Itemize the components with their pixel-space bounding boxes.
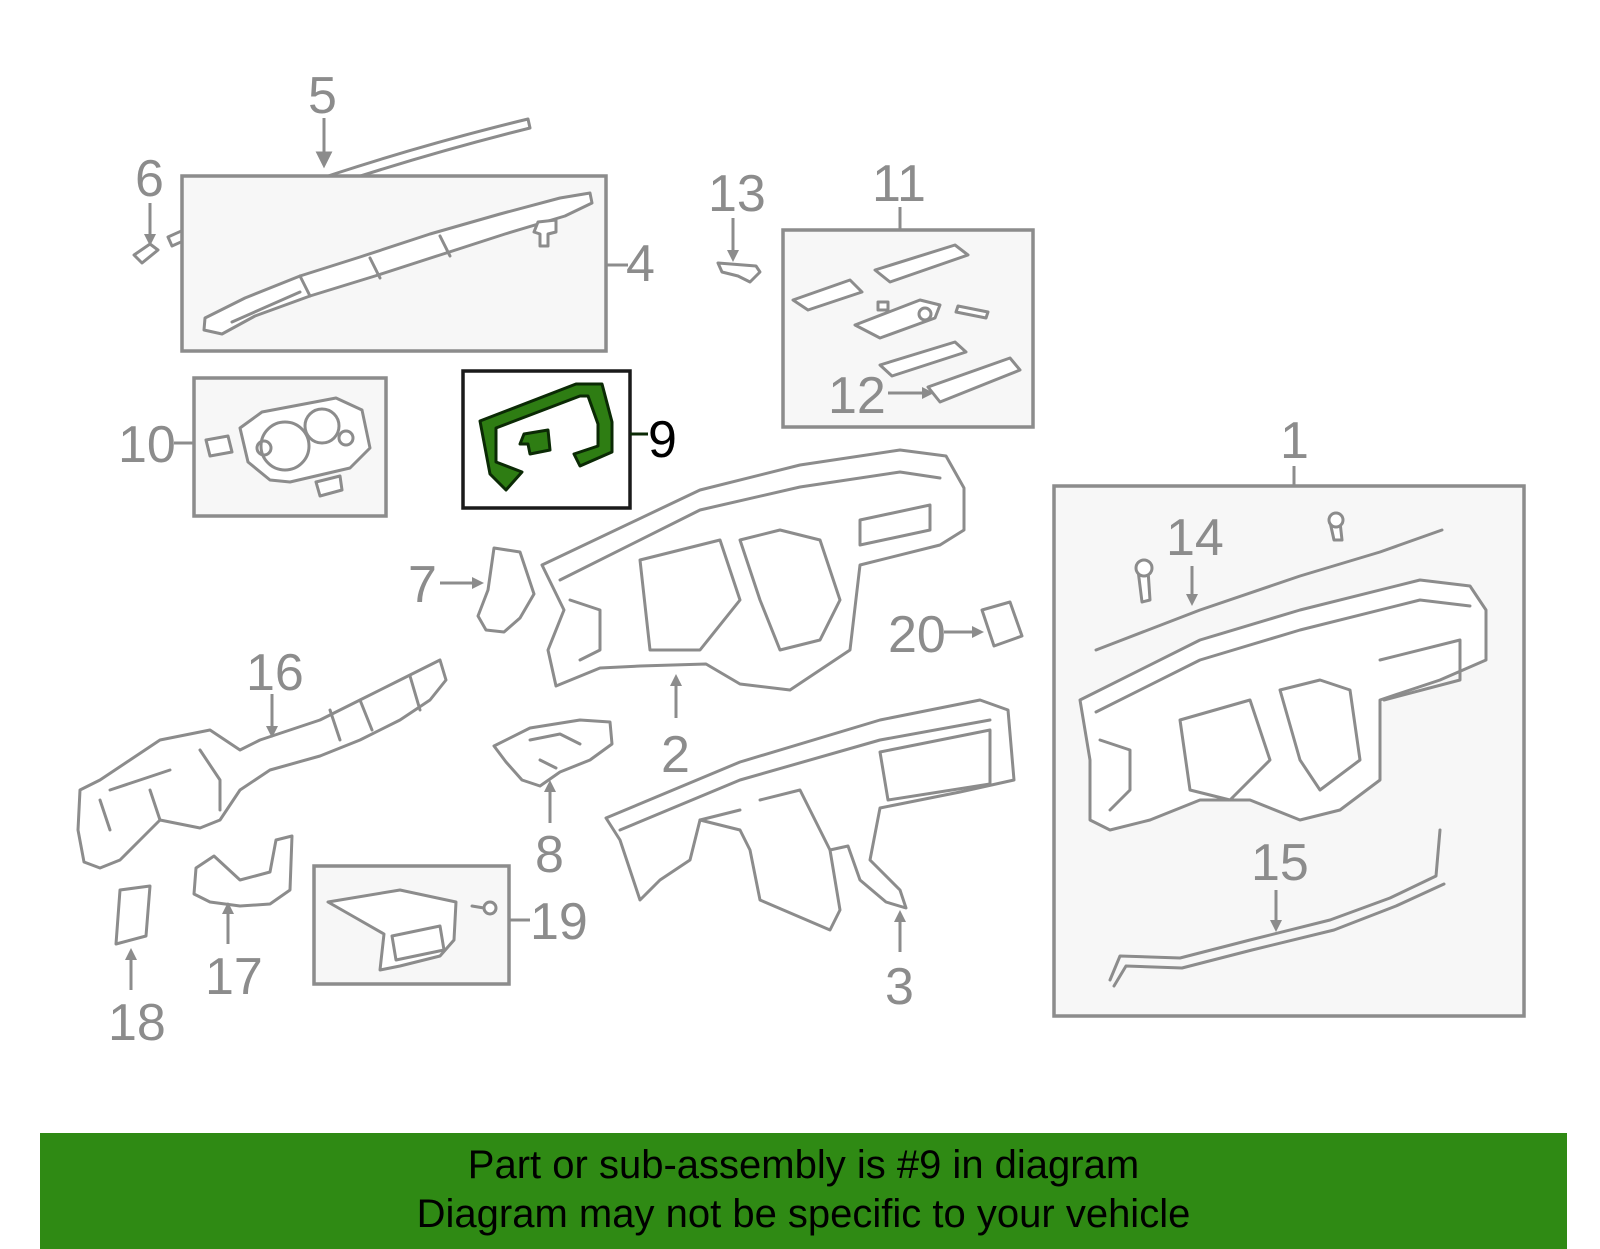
callout-14: 14 bbox=[1166, 509, 1224, 567]
part-20-block bbox=[944, 600, 1024, 648]
callout-2: 2 bbox=[661, 726, 690, 784]
callout-4: 4 bbox=[626, 235, 655, 293]
callout-13: 13 bbox=[708, 165, 766, 223]
banner-line-2: Diagram may not be specific to your vehi… bbox=[416, 1192, 1191, 1236]
callout-16: 16 bbox=[246, 644, 304, 702]
callout-7: 7 bbox=[408, 556, 437, 614]
callout-18: 18 bbox=[108, 994, 166, 1052]
part-6-clip bbox=[132, 203, 160, 265]
part-18-panel bbox=[114, 884, 152, 990]
callout-12: 12 bbox=[828, 367, 886, 425]
part-1-assembly bbox=[1078, 578, 1488, 832]
callout-10: 10 bbox=[118, 416, 176, 474]
banner-line-1: Part or sub-assembly is #9 in diagram bbox=[467, 1143, 1140, 1187]
part-14-seal bbox=[1094, 511, 1444, 652]
callout-15: 15 bbox=[1251, 834, 1309, 892]
callout-20: 20 bbox=[888, 606, 946, 664]
callout-19: 19 bbox=[530, 893, 588, 951]
callout-1: 1 bbox=[1280, 412, 1309, 470]
part-11-vents bbox=[791, 243, 1022, 404]
part-4-panel bbox=[202, 191, 628, 336]
part-17-bracket bbox=[192, 834, 294, 944]
part-19-compartment bbox=[326, 888, 498, 972]
part-13-clip bbox=[716, 218, 762, 284]
part-15-seal bbox=[1108, 828, 1446, 988]
part-2-instrument-panel bbox=[540, 448, 966, 718]
part-16-bar bbox=[76, 658, 448, 870]
callout-3: 3 bbox=[885, 958, 914, 1016]
info-banner: Part or sub-assembly is #9 in diagram Di… bbox=[40, 1133, 1567, 1249]
callout-17: 17 bbox=[205, 948, 263, 1006]
callout-5: 5 bbox=[308, 67, 337, 125]
part-12-leader bbox=[888, 387, 934, 399]
part-3-frame bbox=[604, 698, 1016, 952]
part-10-cluster bbox=[204, 396, 372, 498]
callout-8: 8 bbox=[535, 826, 564, 884]
part-9-bezel-highlighted bbox=[478, 382, 614, 492]
part-7-panel bbox=[440, 546, 536, 634]
callout-9: 9 bbox=[648, 411, 677, 469]
callout-11: 11 bbox=[872, 155, 926, 213]
part-8-bracket bbox=[492, 718, 614, 823]
callout-6: 6 bbox=[135, 150, 164, 208]
